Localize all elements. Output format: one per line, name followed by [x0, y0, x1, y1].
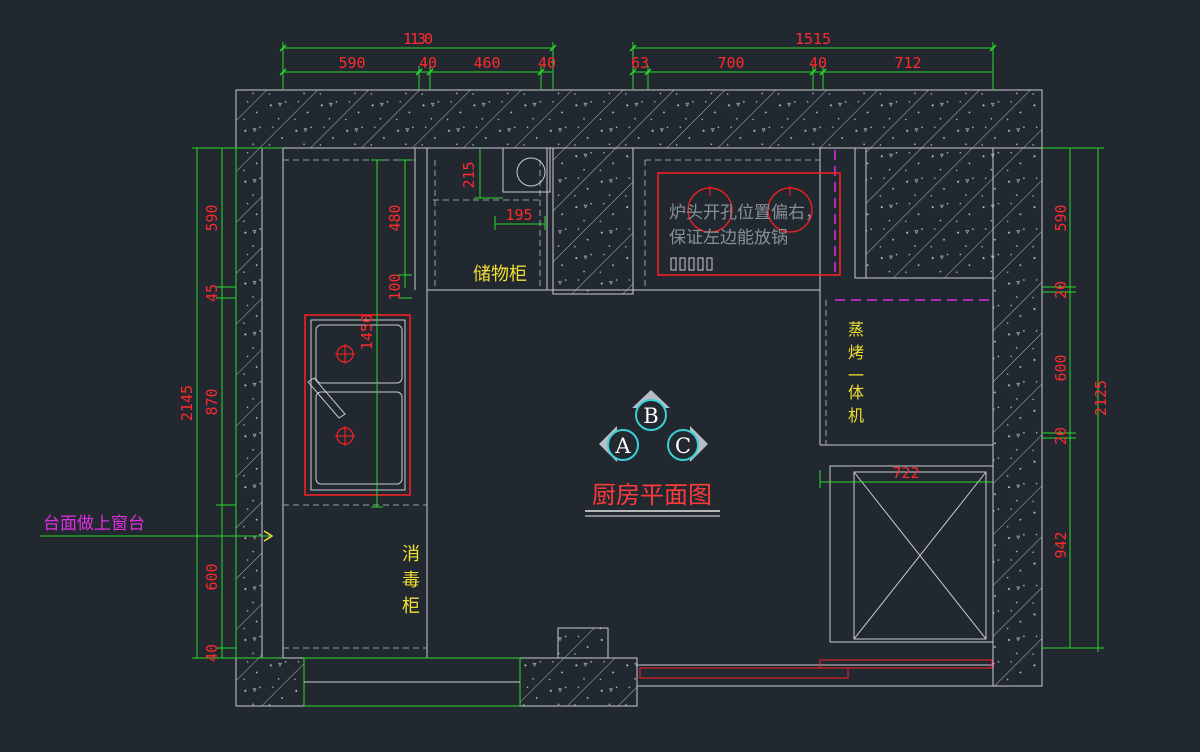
- wall-column-center: [552, 147, 634, 295]
- dim-40b: 40: [538, 54, 556, 72]
- wall-bottom-left: [235, 657, 305, 707]
- dim-right-total: 2125: [1092, 380, 1110, 416]
- stove-note-line2: 保证左边能放锅: [669, 228, 788, 248]
- pipe-box: [502, 147, 551, 193]
- dim-195: 195: [505, 206, 532, 224]
- dim-460: 460: [473, 54, 500, 72]
- magenta-dashed: [834, 150, 993, 301]
- disinfection-char: 消: [402, 544, 420, 565]
- dim-top-left-total: 1130: [403, 30, 433, 48]
- dim-40c: 40: [809, 54, 827, 72]
- dim-left-870: 870: [203, 388, 221, 415]
- dim-right-600: 600: [1052, 354, 1070, 381]
- dim-480: 480: [386, 204, 404, 231]
- steam-oven-char: 烤: [848, 343, 864, 362]
- dim-100: 100: [386, 273, 404, 300]
- stove-note-line1: 炉头开孔位置偏右，: [669, 203, 822, 223]
- plan-title: 厨房平面图: [592, 481, 712, 509]
- dim-left-total: 2145: [178, 385, 196, 421]
- dim-right-20b: 20: [1052, 427, 1070, 445]
- fridge: [829, 465, 994, 643]
- wall-right: [992, 147, 1043, 687]
- steam-oven-char: 一: [848, 366, 864, 385]
- dim-590: 590: [338, 54, 365, 72]
- dim-722: 722: [892, 464, 919, 482]
- dim-left-590: 590: [203, 204, 221, 231]
- walls: [235, 89, 1043, 707]
- marker-c: C: [675, 434, 691, 458]
- wall-pier-bottom: [519, 657, 638, 707]
- window-sill-note: 台面做上窗台: [43, 514, 145, 534]
- view-markers: B A C: [599, 390, 708, 462]
- dim-left-45: 45: [203, 284, 221, 302]
- cabinet-lines: [282, 147, 994, 707]
- wall-pier-bottom-top: [557, 627, 609, 659]
- dashed-lines: [283, 159, 827, 649]
- dim-712: 712: [894, 54, 921, 72]
- sink: [304, 314, 411, 496]
- dim-right-590: 590: [1052, 204, 1070, 231]
- marker-circle-a: [607, 429, 639, 461]
- steam-oven-char: 机: [848, 406, 864, 425]
- disinfection-char: 柜: [402, 596, 420, 617]
- dim-left-600: 600: [203, 563, 221, 590]
- dim-top-right-total: 1515: [795, 30, 831, 48]
- dim-700: 700: [717, 54, 744, 72]
- dim-215: 215: [460, 161, 478, 188]
- dimension-text: 1130 590 40 460 40 1515 63 700 40 712 21…: [178, 30, 1110, 662]
- stove: [657, 172, 841, 276]
- dim-right-20: 20: [1052, 281, 1070, 299]
- marker-a: A: [614, 434, 631, 458]
- dim-right-942: 942: [1052, 531, 1070, 558]
- fridge-niche-wall: [865, 147, 994, 279]
- wall-top: [235, 89, 1043, 149]
- steam-oven-char: 蒸: [848, 320, 864, 339]
- window-sill-arrow: [40, 530, 274, 542]
- disinfection-cabinet-label: 消 毒 柜: [402, 544, 420, 617]
- dimension-ticks: [279, 44, 997, 76]
- dim-1450: 1450: [358, 314, 376, 350]
- marker-circle-b: [635, 399, 667, 431]
- dim-left-40: 40: [203, 644, 221, 662]
- dim-63: 63: [631, 54, 649, 72]
- marker-b: B: [643, 404, 658, 428]
- dim-40: 40: [419, 54, 437, 72]
- disinfection-char: 毒: [402, 570, 420, 591]
- steam-oven-label: 蒸 烤 一 体 机: [848, 320, 864, 425]
- marker-circle-c: [667, 429, 699, 461]
- wall-left: [235, 147, 263, 659]
- steam-oven-char: 体: [848, 383, 864, 402]
- storage-cabinet-label: 储物柜: [473, 264, 527, 285]
